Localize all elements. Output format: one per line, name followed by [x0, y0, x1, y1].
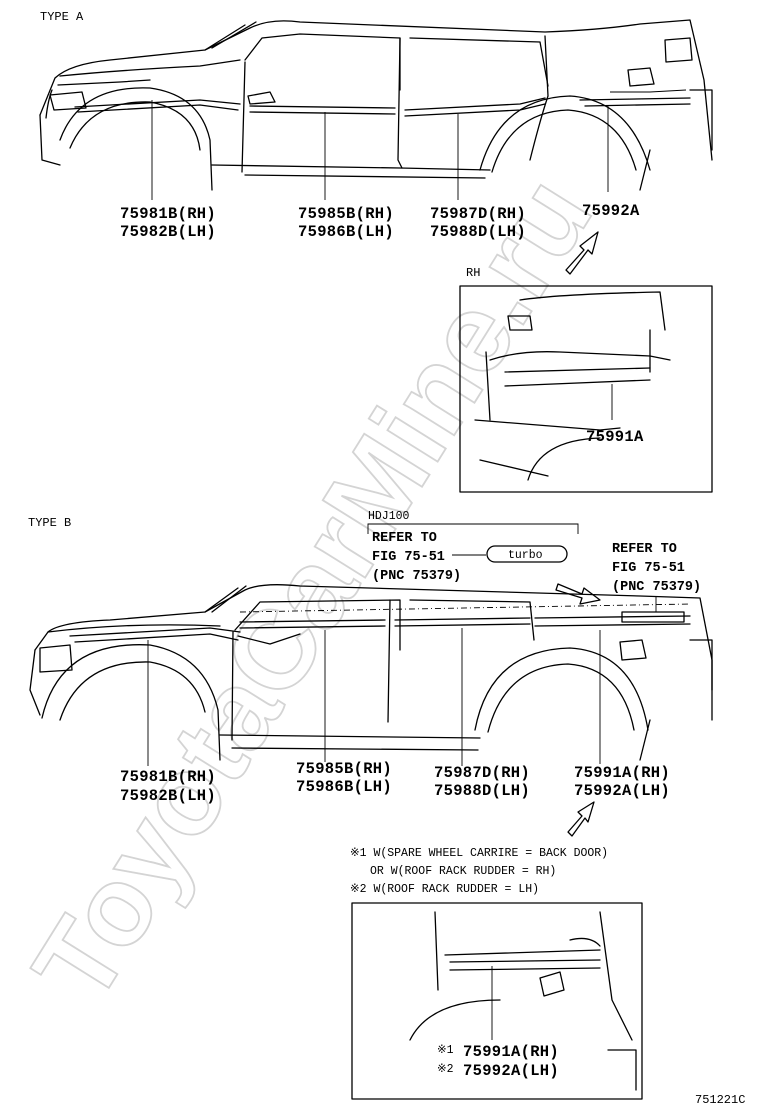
inset-rh-drawing: [474, 291, 671, 481]
inset-lower-frame: [351, 902, 643, 1100]
type-b-label: TYPE B: [28, 516, 71, 530]
part-b-75992a-lh: 75992A(LH): [574, 782, 670, 800]
refer-1-line-3: (PNC 75379): [372, 569, 461, 584]
turbo-badge-text: turbo: [508, 549, 543, 562]
model-code-hdj100: HDJ100: [368, 510, 410, 523]
rear-turbo-badge-icon: [621, 611, 685, 623]
part-b-75982b-lh: 75982B(LH): [120, 787, 216, 805]
figure-id: 751221C: [695, 1093, 745, 1107]
part-b-75985b-rh: 75985B(RH): [296, 760, 392, 778]
vehicle-type-b-drawing: [29, 584, 713, 766]
part-b-75991a-rh: 75991A(RH): [574, 764, 670, 782]
part-b-75987d-rh: 75987D(RH): [434, 764, 530, 782]
inset-lower-part-75992a-lh: 75992A(LH): [463, 1062, 559, 1080]
arrow-to-lower-inset-icon: [567, 801, 595, 837]
part-75986b-lh: 75986B(LH): [298, 223, 394, 241]
note-1-line-1: ※1 W(SPARE WHEEL CARRIRE = BACK DOOR): [350, 847, 608, 860]
part-b-75988d-lh: 75988D(LH): [434, 782, 530, 800]
turbo-badge-icon: [486, 545, 568, 563]
arrow-to-rear-badge-icon: [555, 583, 601, 605]
arrow-to-rh-inset-icon: [565, 231, 599, 275]
inset-lower-mark-1: ※1: [437, 1044, 454, 1057]
part-75981b-rh: 75981B(RH): [120, 205, 216, 223]
refer-1-line-1: REFER TO: [372, 531, 437, 546]
part-b-75981b-rh: 75981B(RH): [120, 768, 216, 786]
part-75982b-lh: 75982B(LH): [120, 223, 216, 241]
refer-2-line-1: REFER TO: [612, 542, 677, 557]
model-code-bracket: [367, 523, 579, 534]
inset-lower-part-75991a-rh: 75991A(RH): [463, 1043, 559, 1061]
note-1-line-2: OR W(ROOF RACK RUDDER = RH): [370, 865, 556, 878]
part-b-75986b-lh: 75986B(LH): [296, 778, 392, 796]
inset-lower-drawing: [409, 911, 637, 1091]
part-75987d-rh: 75987D(RH): [430, 205, 526, 223]
inset-lower-mark-2: ※2: [437, 1063, 454, 1076]
part-75988d-lh: 75988D(LH): [430, 223, 526, 241]
note-2-line-1: ※2 W(ROOF RACK RUDDER = LH): [350, 883, 539, 896]
refer-2-line-3: (PNC 75379): [612, 580, 701, 595]
vehicle-type-a-drawing: [39, 19, 713, 200]
inset-rh-frame: [459, 285, 713, 493]
refer-1-line-2: FIG 75-51: [372, 550, 445, 565]
part-75985b-rh: 75985B(RH): [298, 205, 394, 223]
inset-rh-part-75991a: 75991A: [586, 428, 644, 446]
type-a-label: TYPE A: [40, 10, 84, 24]
refer-2-line-2: FIG 75-51: [612, 561, 685, 576]
inset-rh-label: RH: [466, 266, 480, 280]
part-75992a: 75992A: [582, 202, 640, 220]
